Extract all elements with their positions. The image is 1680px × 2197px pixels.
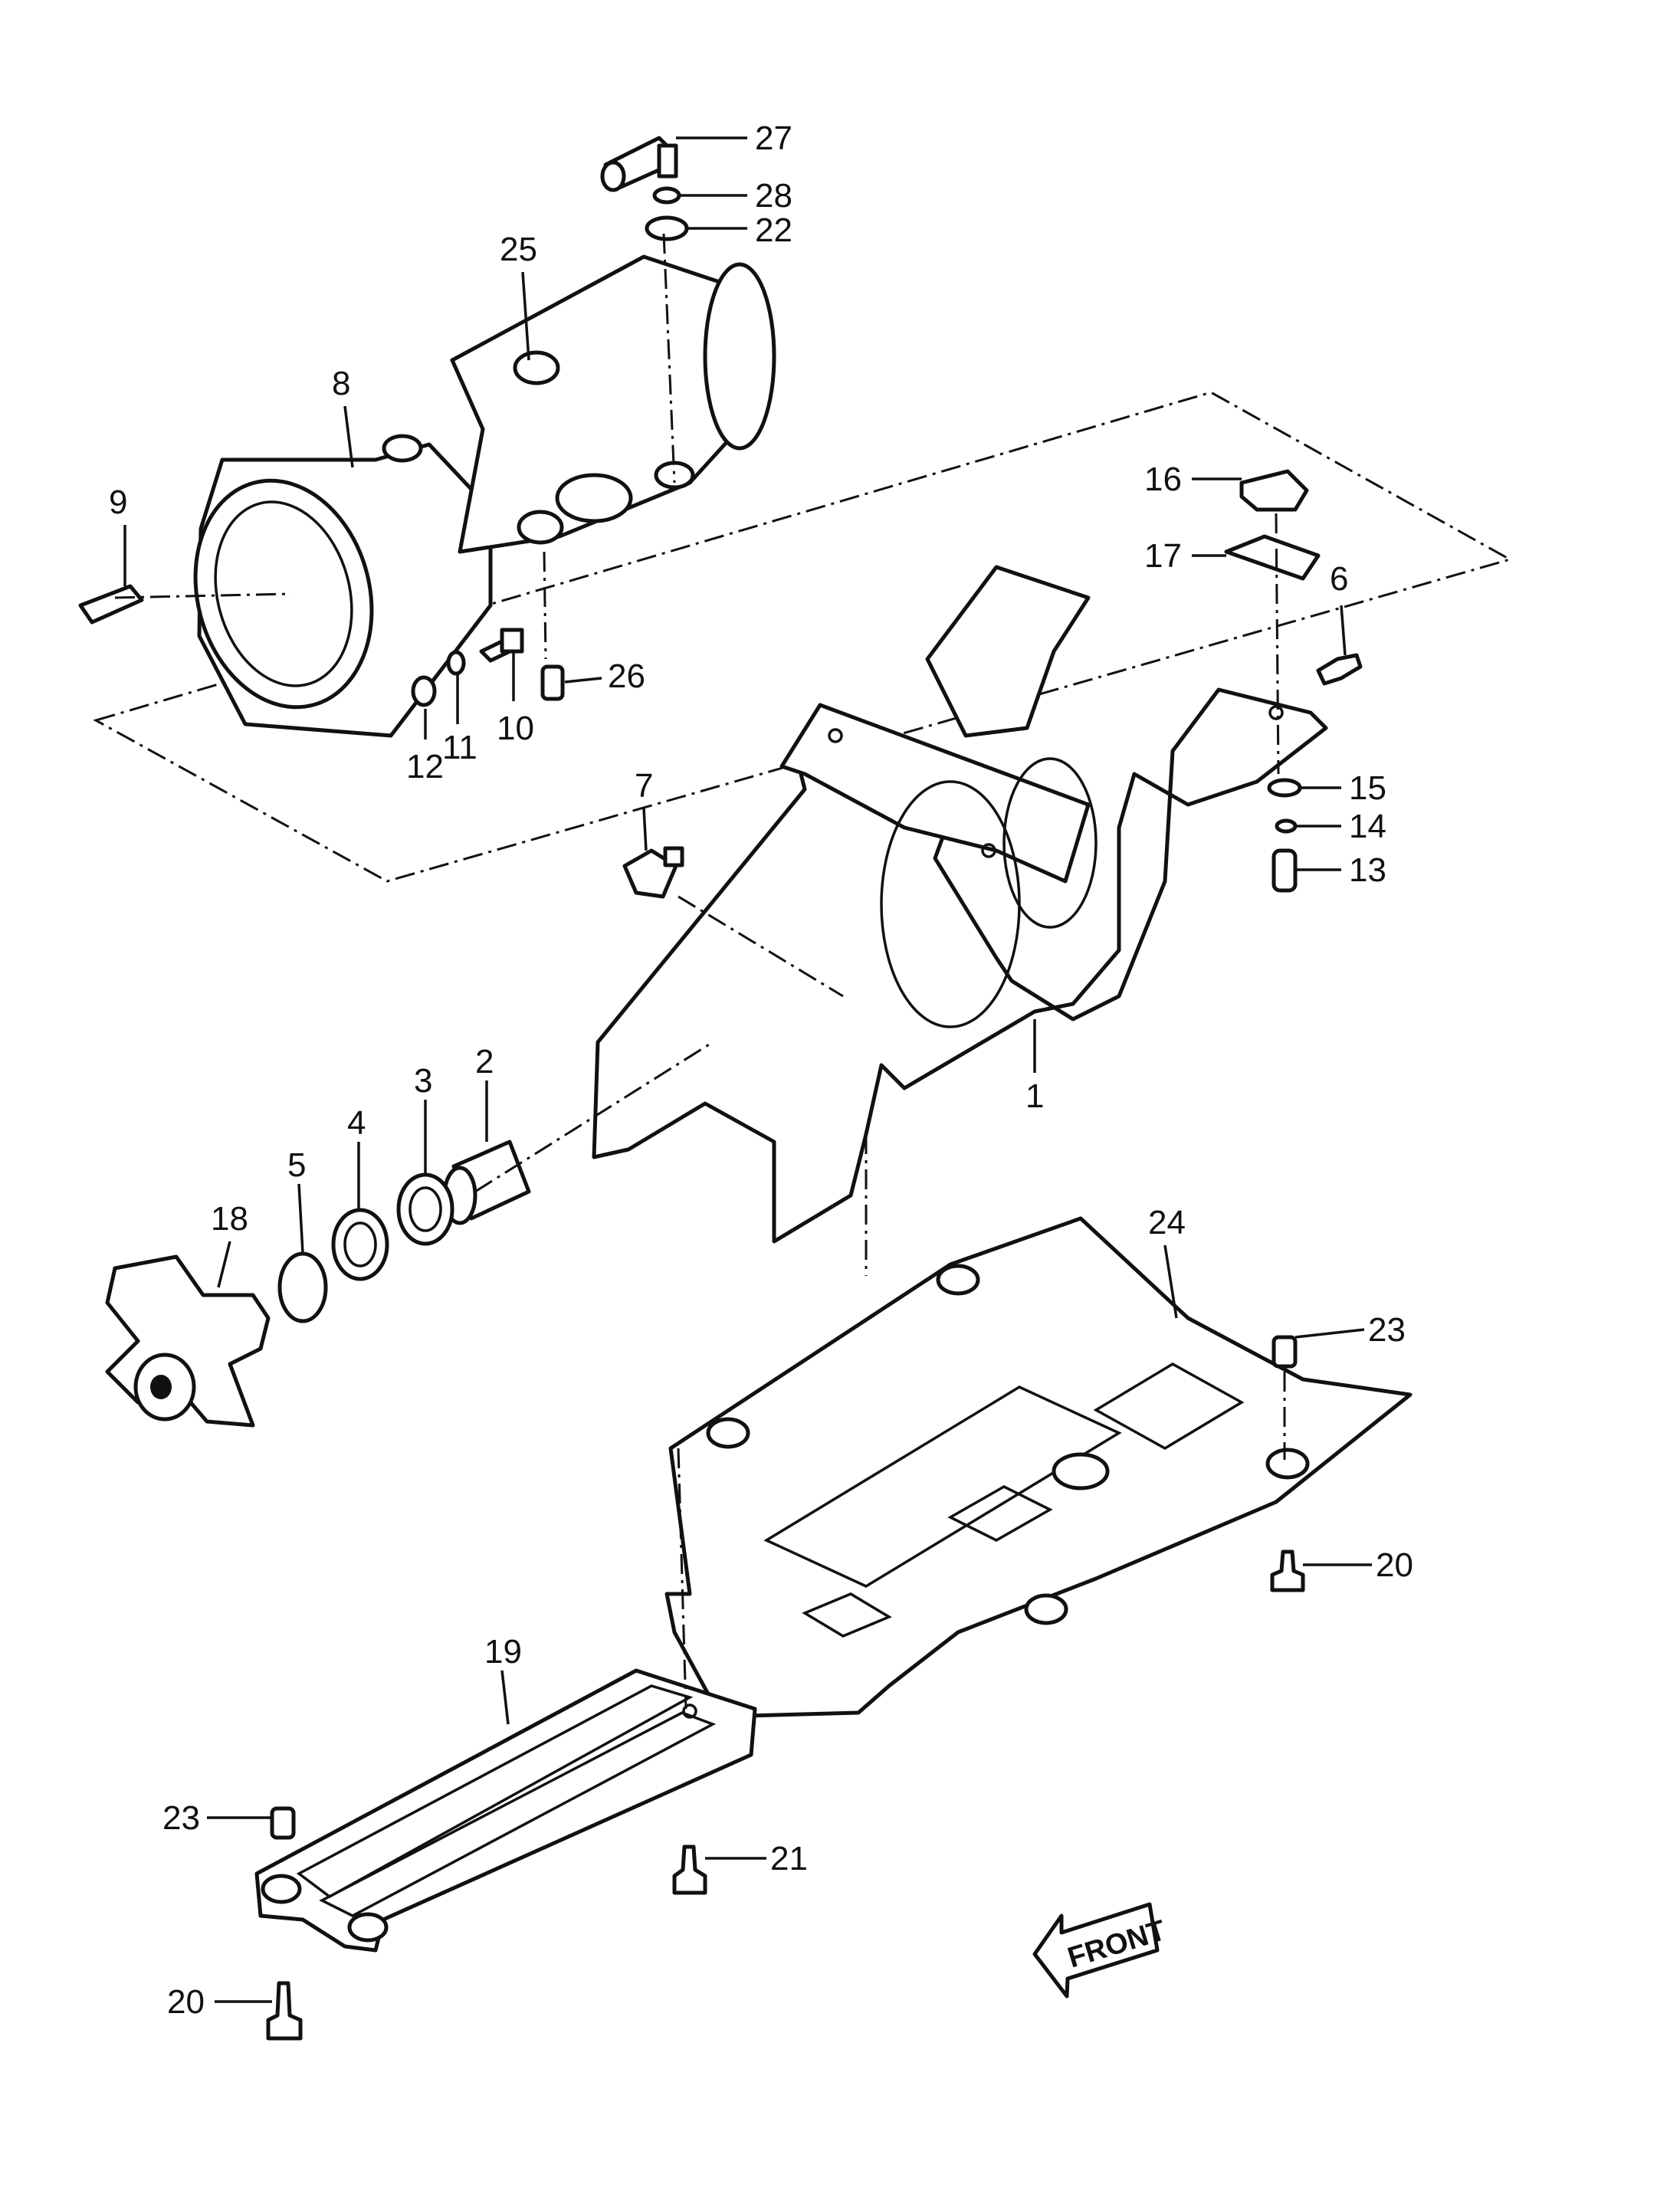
callout-18: 18 xyxy=(211,1200,248,1238)
ring-part-4 xyxy=(331,1208,389,1281)
callout-24: 24 xyxy=(1148,1204,1186,1241)
alignment-line xyxy=(678,895,844,998)
fitting-part-6 xyxy=(1316,653,1363,686)
circlip-part-5 xyxy=(277,1251,328,1323)
callout-11: 11 xyxy=(442,729,477,766)
clip-part-17 xyxy=(1224,534,1321,581)
alignment-line xyxy=(543,551,547,660)
callout-3: 3 xyxy=(414,1062,432,1100)
fitting-part-7 xyxy=(622,848,678,899)
bolt-part-20-lower xyxy=(266,1981,303,2041)
callout-16: 16 xyxy=(1144,461,1182,498)
callout-23-lower: 23 xyxy=(162,1799,200,1837)
callout-9: 9 xyxy=(109,484,127,521)
bolt-part-9 xyxy=(78,584,144,625)
callout-5: 5 xyxy=(287,1146,306,1184)
lock-washer-part-14 xyxy=(1275,818,1298,834)
callout-20-lower: 20 xyxy=(167,1983,205,2021)
callout-27: 27 xyxy=(755,120,792,157)
callout-14: 14 xyxy=(1349,808,1386,845)
alignment-line xyxy=(677,1448,687,1710)
callout-26: 26 xyxy=(608,657,645,695)
washer-part-15 xyxy=(1267,778,1302,798)
callout-19: 19 xyxy=(484,1633,522,1671)
callout-21: 21 xyxy=(770,1840,808,1877)
alignment-line xyxy=(114,592,292,599)
callout-4: 4 xyxy=(347,1104,366,1142)
callout-12: 12 xyxy=(406,748,444,785)
set-screw-part-23-upper xyxy=(1271,1335,1298,1369)
intake-grate-part-19 xyxy=(254,1668,757,1953)
elbow-fitting-part-27 xyxy=(600,136,678,192)
washer-part-28 xyxy=(652,186,681,205)
ring-part-3 xyxy=(396,1172,454,1246)
callout-25: 25 xyxy=(500,231,537,268)
alignment-line xyxy=(662,233,676,484)
callout-10: 10 xyxy=(497,710,534,747)
bolt-head-part-10 xyxy=(500,628,524,654)
callout-20-upper: 20 xyxy=(1376,1546,1413,1584)
leader-lines xyxy=(123,136,1372,2003)
pump-case-part-1 xyxy=(592,565,1328,1244)
callout-8: 8 xyxy=(332,365,350,402)
washer-part-12 xyxy=(411,675,437,707)
cap-part-16 xyxy=(1239,469,1309,512)
callout-28: 28 xyxy=(755,177,792,215)
callout-7: 7 xyxy=(635,767,653,805)
alignment-line xyxy=(474,1041,714,1193)
bolt-part-26 xyxy=(540,664,565,701)
bolt-part-21 xyxy=(672,1844,707,1895)
nozzle-part-8 xyxy=(193,434,493,738)
bolt-part-13 xyxy=(1271,848,1298,893)
bolt-part-20-upper xyxy=(1270,1549,1305,1592)
lock-washer-part-11 xyxy=(446,650,466,676)
washer-part-22 xyxy=(645,215,689,241)
alignment-line xyxy=(1275,513,1280,775)
steering-nozzle-part-25 xyxy=(450,254,776,554)
callout-23-upper: 23 xyxy=(1368,1311,1406,1349)
callout-1: 1 xyxy=(1025,1077,1044,1115)
set-screw-part-23-lower xyxy=(270,1806,296,1840)
front-direction-arrow: FRONT xyxy=(1032,1902,1170,1999)
callout-22: 22 xyxy=(755,212,792,249)
ride-plate-part-24 xyxy=(664,1216,1413,1719)
callout-2: 2 xyxy=(475,1043,494,1080)
callout-17: 17 xyxy=(1144,537,1182,575)
impeller-part-18 xyxy=(105,1254,271,1428)
callout-6: 6 xyxy=(1330,560,1348,598)
callout-15: 15 xyxy=(1349,769,1386,807)
ring-inner-part-4 xyxy=(343,1221,377,1267)
ring-inner-part-3 xyxy=(409,1186,442,1232)
callout-13: 13 xyxy=(1349,851,1386,889)
fitting-thread-part-7 xyxy=(663,846,684,867)
